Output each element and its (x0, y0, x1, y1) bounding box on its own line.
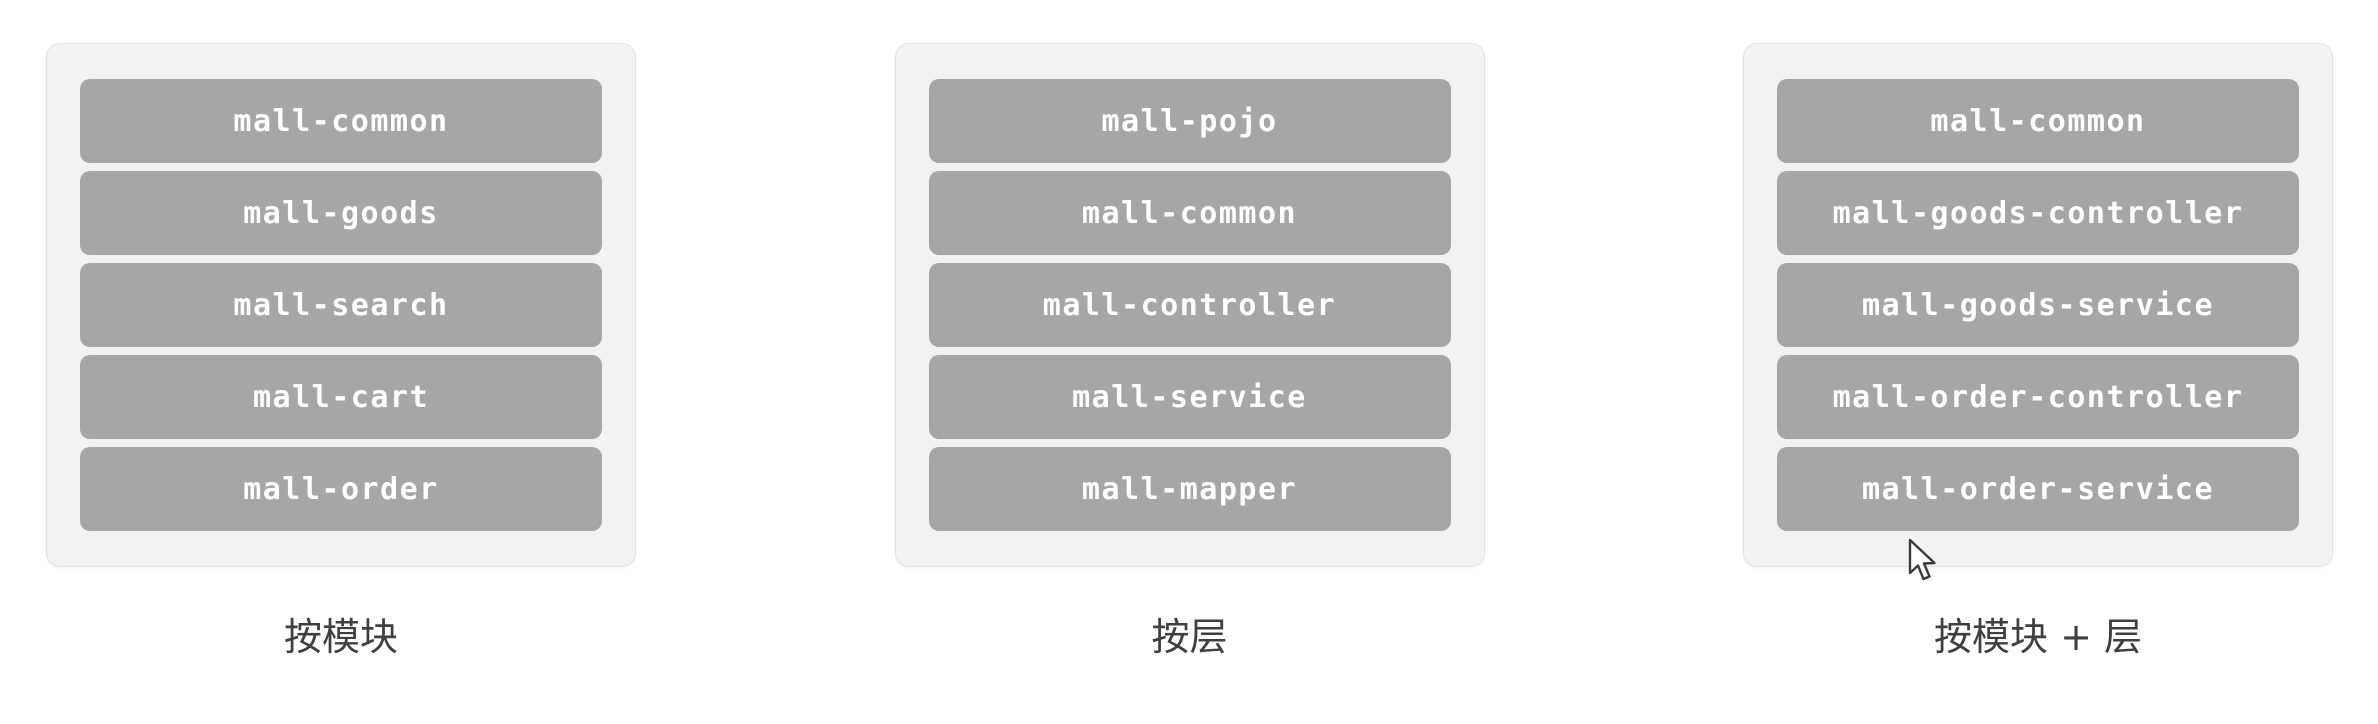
module-box: mall-cart (80, 355, 602, 439)
group-caption: 按层 (1151, 615, 1228, 659)
group-by-layer: mall-pojo mall-common mall-controller ma… (894, 43, 1485, 724)
group-card: mall-common mall-goods mall-search mall-… (46, 43, 636, 567)
group-caption: 按模块 (283, 615, 398, 659)
group-caption: 按模块 + 层 (1934, 615, 2142, 659)
module-box: mall-goods-service (1777, 263, 2299, 347)
group-by-module: mall-common mall-goods mall-search mall-… (46, 43, 636, 724)
module-box: mall-common (928, 171, 1451, 255)
group-card: mall-common mall-goods-controller mall-g… (1743, 43, 2333, 567)
module-box: mall-order (80, 447, 602, 531)
module-box: mall-service (928, 355, 1451, 439)
module-box: mall-common (80, 79, 602, 163)
module-box: mall-order-service (1777, 447, 2299, 531)
module-box: mall-search (80, 263, 602, 347)
module-box: mall-pojo (928, 79, 1451, 163)
module-box: mall-mapper (928, 447, 1451, 531)
group-by-module-and-layer: mall-common mall-goods-controller mall-g… (1743, 43, 2333, 724)
module-box: mall-goods (80, 171, 602, 255)
module-box: mall-order-controller (1777, 355, 2299, 439)
group-card: mall-pojo mall-common mall-controller ma… (894, 43, 1485, 567)
module-box: mall-goods-controller (1777, 171, 2299, 255)
module-box: mall-controller (928, 263, 1451, 347)
module-box: mall-common (1777, 79, 2299, 163)
